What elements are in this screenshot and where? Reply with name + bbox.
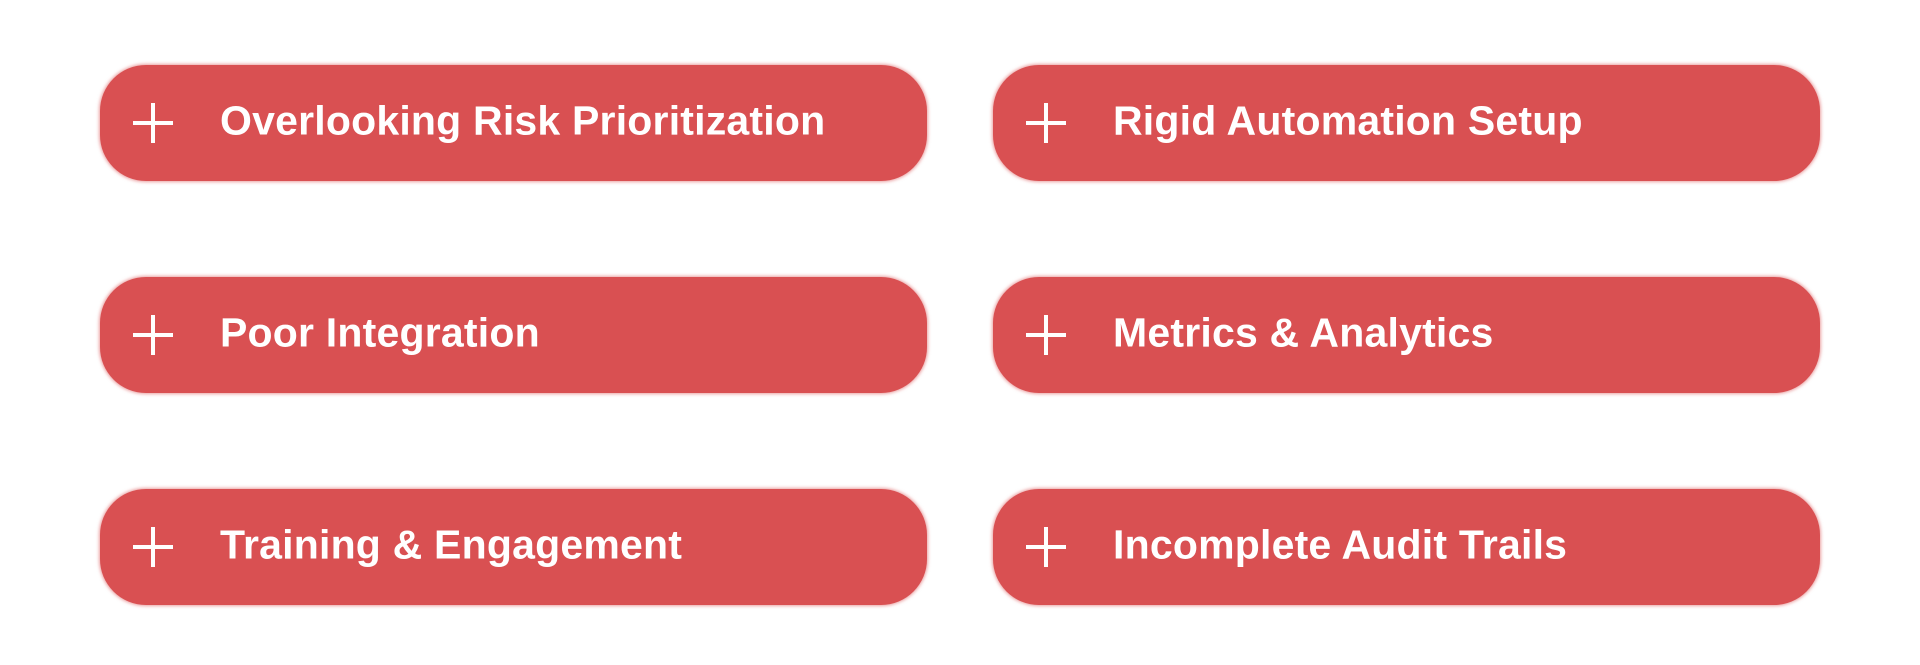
plus-icon	[1026, 315, 1066, 355]
accordion-item-rigid-automation-setup[interactable]: Rigid Automation Setup	[993, 65, 1820, 181]
accordion-item-label: Poor Integration	[220, 309, 540, 356]
plus-icon	[133, 103, 173, 143]
accordion-item-poor-integration[interactable]: Poor Integration	[100, 277, 927, 393]
plus-icon	[133, 527, 173, 567]
accordion-grid: Overlooking Risk Prioritization Rigid Au…	[100, 65, 1820, 605]
accordion-item-metrics-analytics[interactable]: Metrics & Analytics	[993, 277, 1820, 393]
plus-icon	[133, 315, 173, 355]
accordion-item-label: Metrics & Analytics	[1113, 309, 1494, 356]
accordion-item-label: Overlooking Risk Prioritization	[220, 97, 826, 144]
plus-icon	[1026, 527, 1066, 567]
accordion-item-label: Incomplete Audit Trails	[1113, 521, 1568, 568]
accordion-item-incomplete-audit-trails[interactable]: Incomplete Audit Trails	[993, 489, 1820, 605]
accordion-item-label: Rigid Automation Setup	[1113, 97, 1583, 144]
accordion-item-training-engagement[interactable]: Training & Engagement	[100, 489, 927, 605]
plus-icon	[1026, 103, 1066, 143]
accordion-item-label: Training & Engagement	[220, 521, 683, 568]
accordion-item-overlooking-risk-prioritization[interactable]: Overlooking Risk Prioritization	[100, 65, 927, 181]
